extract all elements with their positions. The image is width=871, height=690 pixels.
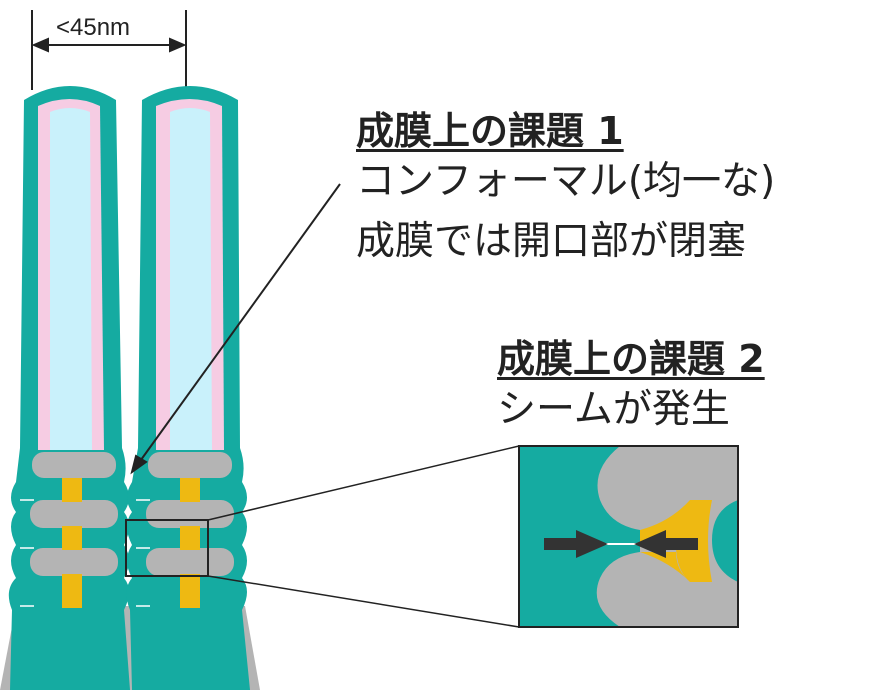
left-pillar-metal-fill bbox=[62, 478, 82, 608]
width-dimension-marker bbox=[31, 10, 187, 90]
issue1-pointer bbox=[130, 183, 341, 475]
issue1-line-2: 成膜では開口部が閉塞 bbox=[356, 219, 747, 264]
zoom-source-box bbox=[125, 519, 209, 577]
left-pillar-core bbox=[50, 108, 92, 450]
inset-liner-right bbox=[712, 500, 738, 582]
zoom-inset bbox=[518, 445, 739, 628]
zoom-connector-lines bbox=[207, 445, 520, 628]
issue2-line-1: シームが発生 bbox=[497, 387, 730, 432]
issue1-line-1: コンフォーマル(均一な) bbox=[356, 159, 776, 204]
seam-lines bbox=[20, 499, 150, 607]
right-pillar bbox=[126, 86, 250, 690]
left-pillar-stack-layers bbox=[30, 452, 118, 576]
right-pillar-stack-layers bbox=[146, 452, 234, 576]
issue1-heading: 成膜上の課題 1 bbox=[356, 109, 624, 153]
right-pillar-metal-fill bbox=[180, 478, 200, 608]
right-pillar-core bbox=[170, 108, 212, 450]
left-pillar bbox=[8, 86, 130, 690]
width-dimension-label: <45nm bbox=[56, 14, 131, 41]
issue2-heading: 成膜上の課題 2 bbox=[497, 337, 765, 381]
seam-arrows bbox=[544, 530, 698, 558]
